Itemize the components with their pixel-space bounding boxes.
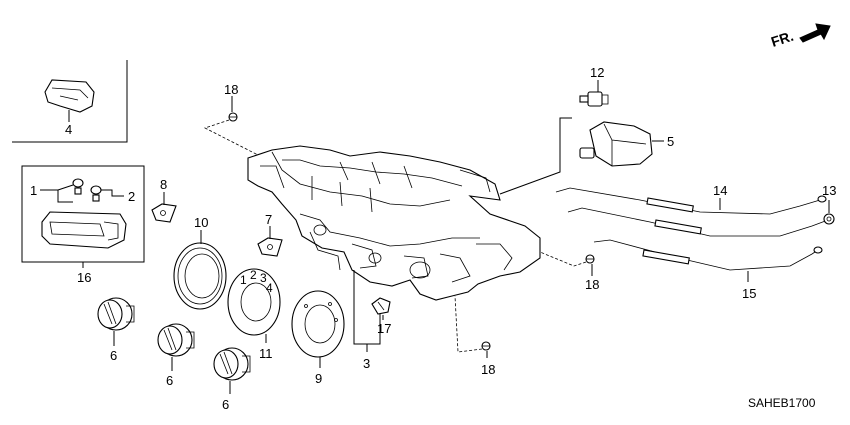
part-14-cable (555, 187, 827, 215)
front-label: FR. (769, 28, 795, 50)
part-5-blower-switch (579, 121, 653, 167)
front-arrow-icon (799, 23, 831, 43)
part-15-cable (593, 239, 823, 271)
part-3-control-housing (247, 145, 541, 301)
label-part-6b: 6 (166, 373, 173, 388)
part-12-bulb-socket (579, 91, 609, 107)
label-part-18b: 18 (585, 277, 599, 292)
part-18-screw-b (585, 254, 595, 264)
label-part-18a: 18 (224, 82, 238, 97)
leader-1b (57, 184, 74, 191)
label-part-18c: 18 (481, 362, 495, 377)
label-part-11: 11 (259, 346, 273, 361)
part-9-dial-plate (291, 290, 345, 358)
label-part-16: 16 (77, 270, 91, 285)
part-14b-cable (567, 207, 829, 237)
part-1-bulb (72, 178, 84, 195)
label-part-14: 14 (713, 183, 727, 198)
part-13-cable-clip (823, 213, 835, 225)
part-8-cover (151, 203, 177, 223)
part-4-switch (44, 79, 95, 113)
front-direction-indicator: FR. (769, 23, 831, 50)
svg-text:4: 4 (266, 281, 273, 295)
label-part-6c: 6 (222, 397, 229, 412)
svg-text:2: 2 (250, 268, 257, 282)
label-part-2: 2 (128, 189, 135, 204)
label-part-13: 13 (822, 183, 836, 198)
part-18-screw-c (481, 341, 491, 351)
diagram-code: SAHEB1700 (748, 396, 816, 410)
label-part-4: 4 (65, 122, 72, 137)
part-6-knob-a (97, 297, 135, 331)
label-part-6a: 6 (110, 348, 117, 363)
leader-2 (101, 189, 124, 197)
part-6-knob-b (157, 323, 195, 357)
label-part-8: 8 (160, 177, 167, 192)
part-6-knob-c (213, 347, 251, 381)
leader-1 (40, 189, 73, 203)
part-2-bulb (90, 185, 102, 202)
part-18-screw-a (228, 112, 238, 122)
label-part-7: 7 (265, 212, 272, 227)
label-part-3: 3 (363, 356, 370, 371)
leader-18b-dash (539, 251, 587, 267)
label-part-1: 1 (30, 183, 37, 198)
svg-text:3: 3 (260, 271, 267, 285)
label-part-9: 9 (315, 371, 322, 386)
label-part-17: 17 (377, 321, 391, 336)
label-part-15: 15 (742, 286, 756, 301)
leader-12-5-to-housing (499, 117, 572, 195)
leader-18a-dash (203, 119, 259, 156)
label-part-12: 12 (590, 65, 604, 80)
leader-18c-dash (454, 295, 483, 353)
part-17-clip (371, 297, 391, 315)
part-11-dial-plate: 1 2 3 4 (227, 268, 281, 336)
part-16-switch-panel (41, 211, 127, 249)
svg-text:1: 1 (240, 273, 247, 287)
part-10-dial-ring (173, 242, 227, 310)
part-7-cover (257, 237, 283, 257)
divider-line (12, 60, 128, 143)
label-part-5: 5 (667, 134, 674, 149)
label-part-10: 10 (194, 215, 208, 230)
